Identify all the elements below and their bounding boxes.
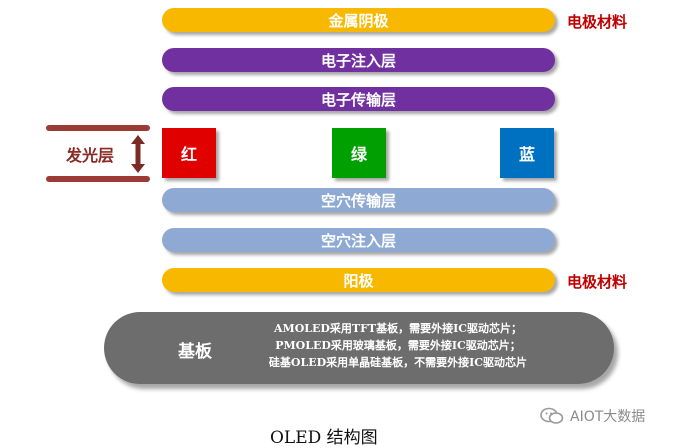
layer-anode: 阳极 (162, 268, 555, 292)
layer-metal-cathode: 金属阴极 (162, 8, 555, 32)
electrode-material-label-bottom: 电极材料 (567, 273, 628, 291)
substrate-label: 基板 (178, 342, 212, 362)
blue-subpixel: 蓝 (500, 128, 554, 178)
emissive-bracket-bottom (46, 176, 150, 182)
layer-electron-injection: 电子注入层 (162, 48, 555, 72)
red-subpixel: 红 (162, 128, 216, 178)
green-subpixel: 绿 (332, 128, 386, 178)
substrate-note-amoled: AMOLED采用TFT基板，需要外接IC驱动芯片； (273, 322, 523, 335)
watermark: AIOT大数据 (540, 406, 645, 426)
emissive-layer-label: 发光层 (66, 146, 115, 165)
layer-electron-transport: 电子传输层 (162, 87, 555, 111)
substrate-note-silicon: 硅基OLED采用单晶硅基板，不需要外接IC驱动芯片 (268, 356, 528, 369)
layer-hole-injection: 空穴注入层 (162, 228, 555, 252)
emissive-bracket-top (46, 125, 150, 131)
electrode-material-label-top: 电极材料 (567, 13, 628, 31)
double-arrow-icon (131, 135, 145, 173)
figure-caption: OLED 结构图 (270, 428, 378, 448)
watermark-text: AIOT大数据 (570, 409, 646, 425)
substrate-note-pmoled: PMOLED采用玻璃基板，需要外接IC驱动芯片； (275, 339, 521, 352)
wechat-icon (540, 407, 564, 424)
substrate-block (104, 312, 614, 384)
substrate-notes: AMOLED采用TFT基板，需要外接IC驱动芯片； PMOLED采用玻璃基板，需… (238, 320, 558, 371)
layer-hole-transport: 空穴传输层 (162, 188, 555, 212)
